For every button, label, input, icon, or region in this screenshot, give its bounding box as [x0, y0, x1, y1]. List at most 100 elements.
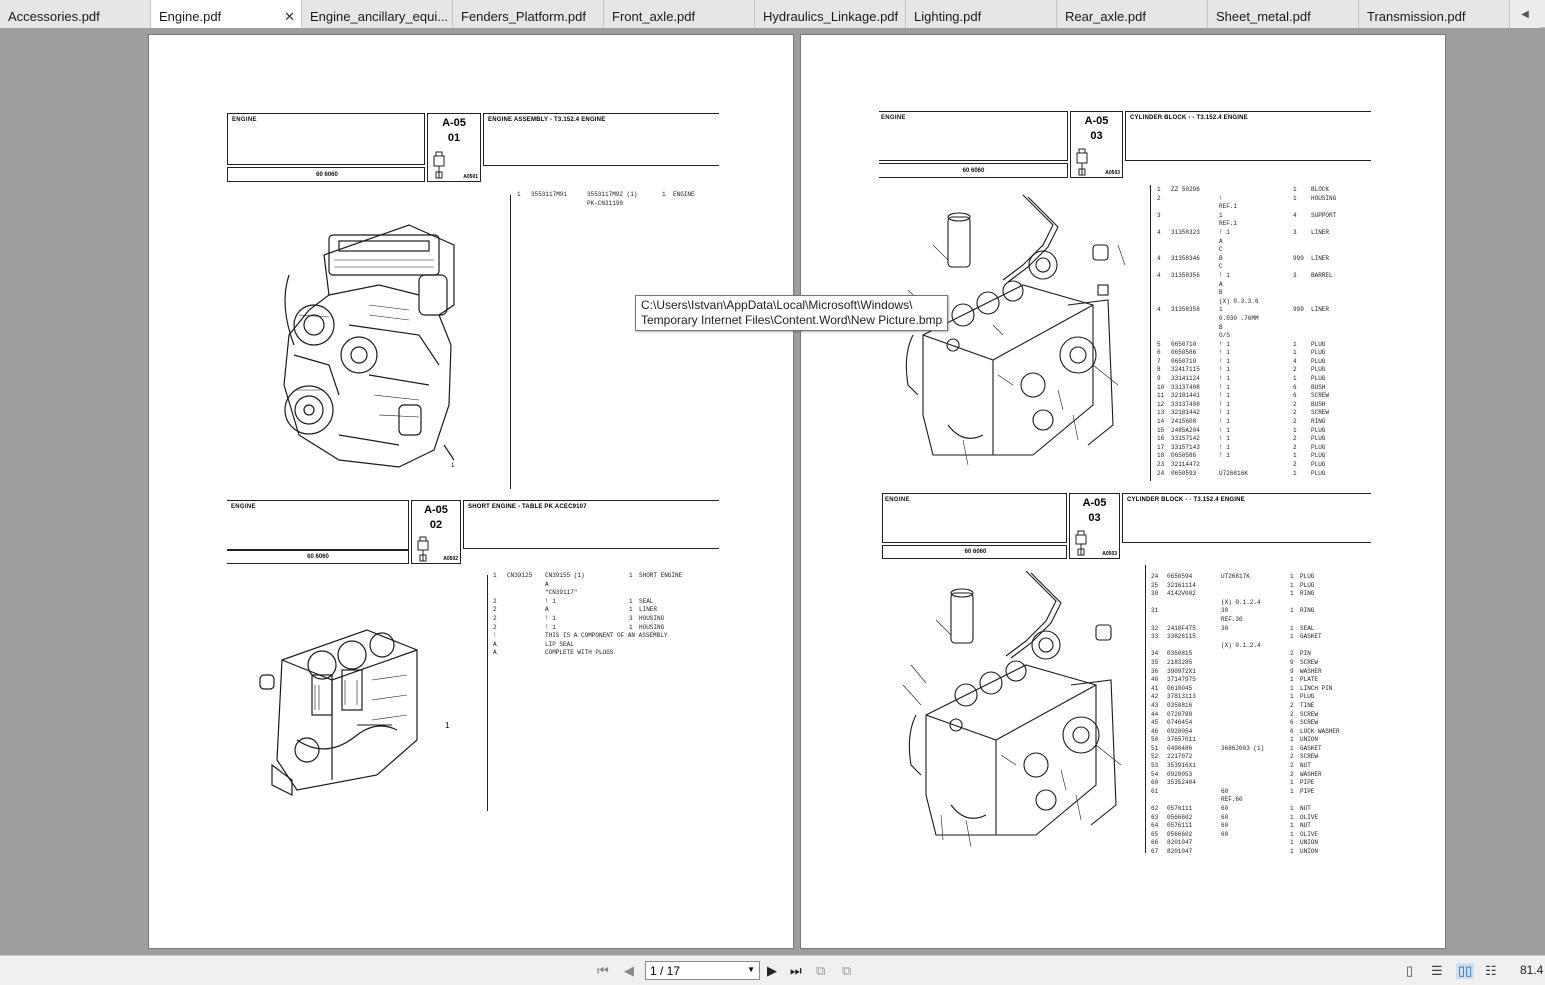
divider: [510, 195, 511, 489]
part-qty: 2: [1290, 650, 1294, 658]
part-pn: 32181441: [1171, 392, 1200, 400]
next-page-icon[interactable]: ▶: [767, 963, 777, 978]
part-pn: 0576111: [1167, 805, 1193, 813]
part-name: UNION: [1300, 736, 1319, 744]
part-no: 11: [1157, 392, 1165, 400]
part-alt: CN39155 (1): [545, 572, 585, 579]
part-name: BARREL: [1311, 271, 1333, 279]
part-row: A: [493, 581, 723, 590]
part-pn: ZZ 50296: [1171, 186, 1200, 193]
part-note: ! 1: [1219, 357, 1230, 365]
part-name: PLUG: [1311, 435, 1326, 443]
part-row: B: [1157, 289, 1377, 298]
part-pn: 33157143: [1171, 443, 1200, 451]
single-page-view-icon[interactable]: ▯: [1406, 963, 1414, 978]
part-qty: 2: [1290, 710, 1294, 718]
part-row: A: [1157, 281, 1377, 290]
section-title: ENGINE: [231, 504, 256, 510]
previous-page-icon[interactable]: ◀: [624, 963, 634, 978]
copy-icon[interactable]: ⧉: [816, 963, 826, 978]
part-qty: 1: [1290, 744, 1294, 752]
part-name: WASHER: [1300, 667, 1322, 675]
part-alt: "CN39117": [545, 589, 578, 597]
part-name: UNION: [1300, 848, 1319, 855]
part-qty: 1: [1290, 607, 1294, 615]
plate-number: A0501: [463, 174, 478, 180]
part-note: ! 1: [1219, 392, 1230, 400]
part-name: LINER: [1311, 228, 1330, 236]
part-alt: PK-CN31198: [587, 199, 624, 207]
last-page-icon[interactable]: ⏭: [790, 963, 802, 978]
part-name: LINER: [639, 606, 658, 614]
tab-5[interactable]: Hydraulics_Linkage.pdf: [755, 0, 906, 28]
tab-3[interactable]: Fenders_Platform.pdf: [453, 0, 604, 28]
tab-8[interactable]: Sheet_metal.pdf: [1208, 0, 1359, 28]
part-alt: A: [545, 606, 549, 614]
part-qty: 2: [1290, 762, 1294, 770]
part-pn: 0566602: [1167, 813, 1193, 821]
tab-4[interactable]: Front_axle.pdf: [604, 0, 755, 28]
part-name: PLUG: [1311, 357, 1326, 365]
close-icon[interactable]: ✕: [284, 9, 295, 24]
pdf-viewer[interactable]: ENGINE 60 6060 A-05 01 A0501 ENGINE ASSE…: [0, 28, 1545, 955]
part-row: 0.030 .76MM: [1157, 315, 1377, 324]
part-qty: 2: [1293, 418, 1297, 426]
part-qty: 1: [1290, 830, 1294, 838]
two-page-view-icon[interactable]: ▯▯: [1456, 963, 1475, 979]
part-no: 8: [1157, 366, 1161, 374]
tab-6[interactable]: Lighting.pdf: [906, 0, 1057, 28]
part-qty: 1: [1293, 194, 1297, 202]
part-name: LINER: [1311, 306, 1330, 314]
part-name: PLUG: [1311, 452, 1326, 460]
part-row: (X) 0.1.2.4: [1151, 642, 1376, 651]
section-description: CYLINDER BLOCK - - T3.152.4 ENGINE: [1125, 111, 1371, 161]
page-number-input[interactable]: 1 / 17 ▼: [645, 961, 760, 980]
tab-1[interactable]: Engine.pdf✕: [151, 0, 302, 28]
part-no: 2: [493, 606, 497, 614]
part-no: 43: [1151, 701, 1159, 709]
part-qty: 1: [629, 623, 633, 631]
tab-9[interactable]: Transmission.pdf: [1359, 0, 1510, 28]
part-note: U726816K: [1219, 469, 1248, 477]
part-note: ! 1: [1219, 375, 1230, 383]
part-pn: 0566602: [1167, 830, 1193, 838]
part-no: A: [493, 649, 497, 657]
tractor-icon: [417, 536, 429, 562]
part-note: 1: [1219, 306, 1223, 314]
continuous-view-icon[interactable]: ☰: [1431, 963, 1443, 978]
paste-icon[interactable]: ⧉: [842, 963, 852, 978]
tab-scroll-left-icon[interactable]: ◀: [1510, 0, 1540, 28]
part-name: HOUSING: [1311, 194, 1337, 202]
part-no: 61: [1151, 787, 1159, 795]
part-note: 60: [1221, 787, 1229, 795]
part-qty: 1: [629, 572, 633, 579]
zoom-level[interactable]: 81.4: [1520, 963, 1544, 977]
tab-label: Engine_ancillary_equi...: [310, 9, 449, 24]
part-pn: 3553117M91: [531, 191, 568, 198]
tab-label: Rear_axle.pdf: [1065, 9, 1146, 24]
part-name: PIN: [1300, 650, 1311, 658]
part-pn: CN39125: [507, 572, 533, 579]
divider: [1145, 565, 1146, 853]
part-note: ! 1: [1219, 435, 1230, 443]
tab-label: Hydraulics_Linkage.pdf: [763, 9, 899, 24]
tab-7[interactable]: Rear_axle.pdf: [1057, 0, 1208, 28]
first-page-icon[interactable]: ⏮: [597, 963, 609, 978]
tab-0[interactable]: Accessories.pdf: [0, 0, 151, 28]
part-name: LINCH PIN: [1300, 684, 1333, 692]
tab-2[interactable]: Engine_ancillary_equi...: [302, 0, 453, 28]
part-qty: 6: [1293, 392, 1297, 400]
chevron-down-icon[interactable]: ▼: [747, 965, 755, 974]
part-pn: 32417115: [1171, 366, 1200, 374]
two-page-continuous-icon[interactable]: ☷: [1485, 963, 1497, 978]
